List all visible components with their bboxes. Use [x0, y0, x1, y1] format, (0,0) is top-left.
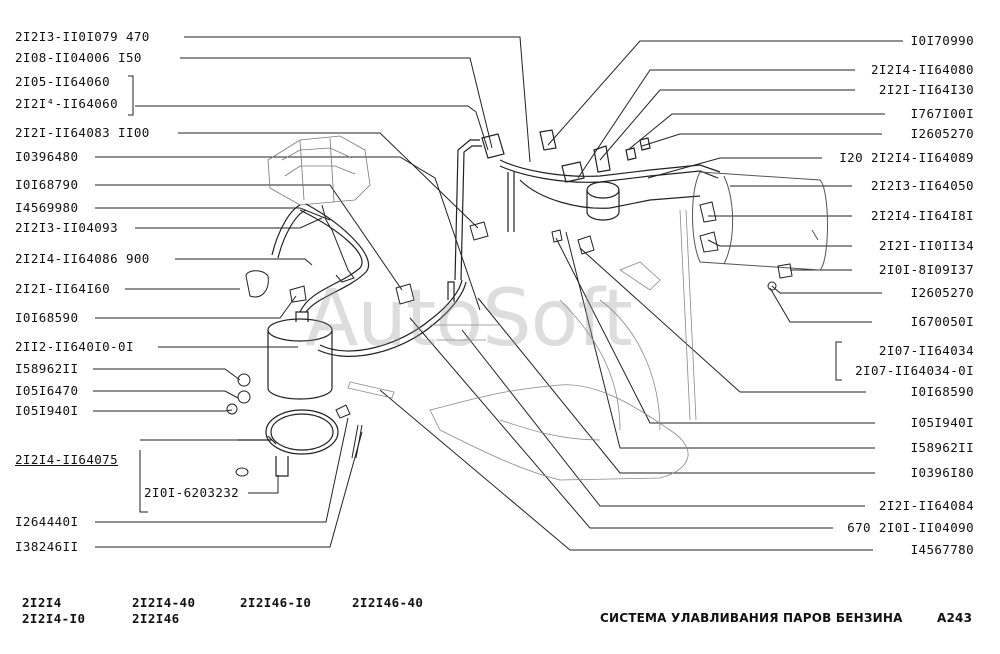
model-code: 2I2I4: [22, 595, 62, 610]
part-label-right: I05I940I: [910, 415, 974, 430]
leader: [599, 89, 855, 161]
leader: [641, 133, 882, 147]
part-label-right: 2I2I-II64084: [878, 498, 974, 513]
part-label-right: 2I2I4-II64080: [870, 62, 974, 77]
part-label-left: I264440I: [15, 514, 79, 529]
model-code: 2I2I46-40: [352, 595, 424, 610]
part-label-left: 2I2I⁴-II64060: [15, 96, 119, 111]
leader: [409, 317, 833, 529]
leader: [769, 287, 872, 323]
bracket: [835, 341, 842, 381]
part-label-right: I0396I80: [910, 465, 974, 480]
leader: [771, 285, 882, 294]
part-label-left: 2I2I4-II64086 900: [15, 251, 150, 266]
body-floor-sketch: [347, 209, 697, 481]
part-label-left: I0I68590: [15, 310, 79, 325]
leader: [477, 297, 875, 474]
part-label-right: I2605270: [910, 285, 974, 300]
part-label-left: 2I2I3-II04093: [15, 220, 119, 235]
washers: [226, 373, 363, 477]
part-label-right: 2I07-II64034: [878, 343, 974, 358]
page-number: A243: [937, 611, 973, 625]
model-code: 2I2I4-I0: [22, 611, 86, 626]
part-label-right: 2I2I4-II64I8I: [870, 208, 974, 223]
part-label-right: I2605270: [910, 126, 974, 141]
leader: [180, 57, 493, 149]
leader: [93, 409, 233, 412]
leader: [379, 389, 873, 551]
leader: [95, 417, 349, 523]
model-code: 2I2I4-40: [132, 595, 196, 610]
part-label-right: 670 2I0I-II04090: [847, 520, 974, 535]
leader: [577, 69, 855, 179]
fittings-right: [551, 201, 793, 291]
diagram-title: СИСТЕМА УЛАВЛИВАНИЯ ПАРОВ БЕНЗИНА: [600, 611, 903, 625]
leader: [135, 105, 489, 151]
leader: [95, 295, 297, 319]
part-label-left: I58962II: [15, 361, 79, 376]
part-label-right: 2I07-II64034-0I: [855, 363, 974, 378]
part-label-right: 2I2I3-II64050: [870, 178, 974, 193]
model-code: 2I2I46: [132, 611, 180, 626]
leader: [627, 113, 885, 151]
part-label-right: I20 2I2I4-II64089: [839, 150, 974, 165]
part-label-right: I0I70990: [910, 33, 974, 48]
part-label-left: 2I0I-6203232: [144, 485, 240, 500]
model-code: 2I2I46-I0: [240, 595, 312, 610]
bracket: [139, 450, 148, 513]
adsorber-canister: [267, 311, 333, 400]
leader: [93, 390, 239, 399]
part-label-left: I05I940I: [15, 403, 79, 418]
leader: [248, 475, 279, 494]
part-label-right: I0I68590: [910, 384, 974, 399]
part-label-left: 2I08-II04006 I50: [15, 50, 142, 65]
leader: [555, 237, 875, 424]
part-label-left: I05I6470: [15, 383, 79, 398]
leader: [175, 258, 313, 266]
leader: [178, 132, 479, 229]
part-label-left: 2I2I3-II0I079 470: [15, 29, 150, 44]
leader: [95, 431, 363, 548]
leader: [647, 157, 822, 179]
bracket: [128, 75, 134, 116]
part-label-left: I38246II: [15, 539, 79, 554]
part-label-left: I0396480: [15, 149, 79, 164]
part-label-left: 2I05-II64060: [15, 74, 111, 89]
part-label-left: 2I2I-II64083 II00: [15, 125, 150, 140]
leader: [707, 239, 852, 247]
part-label-right: I767I00I: [910, 106, 974, 121]
part-label-right: 2I0I-8I09I37: [878, 262, 974, 277]
leader: [565, 231, 875, 449]
part-label-right: I58962II: [910, 440, 974, 455]
vapor-pipes: [447, 139, 721, 302]
part-label-right: I4567780: [910, 542, 974, 557]
part-label-right: 2I2I-II64I30: [878, 82, 974, 97]
watermark-text: AutoSoft: [305, 274, 633, 364]
leader: [93, 368, 241, 381]
part-label-right: 2I2I-II0II34: [878, 238, 974, 253]
part-label-left: 2II2-II640I0-0I: [15, 339, 134, 354]
fuel-tank: [692, 171, 828, 271]
part-label-left: I0I68790: [15, 177, 79, 192]
leader: [184, 36, 531, 163]
leader: [135, 217, 323, 229]
part-label-left: 2I2I-II64I60: [15, 281, 111, 296]
leader: [95, 184, 403, 291]
canister-clamp: [238, 409, 339, 477]
leader: [579, 247, 866, 393]
part-label-left: 2I2I4-II64075: [15, 452, 119, 467]
leader: [547, 40, 903, 146]
leader: [461, 329, 865, 507]
leader: [95, 207, 331, 221]
leader: [95, 156, 481, 311]
part-label-left: I4569980: [15, 200, 79, 215]
part-label-right: I670050I: [910, 314, 974, 329]
engine-sketch: [267, 135, 371, 206]
brackets-small: [245, 204, 489, 305]
separator-valve: [481, 129, 651, 221]
